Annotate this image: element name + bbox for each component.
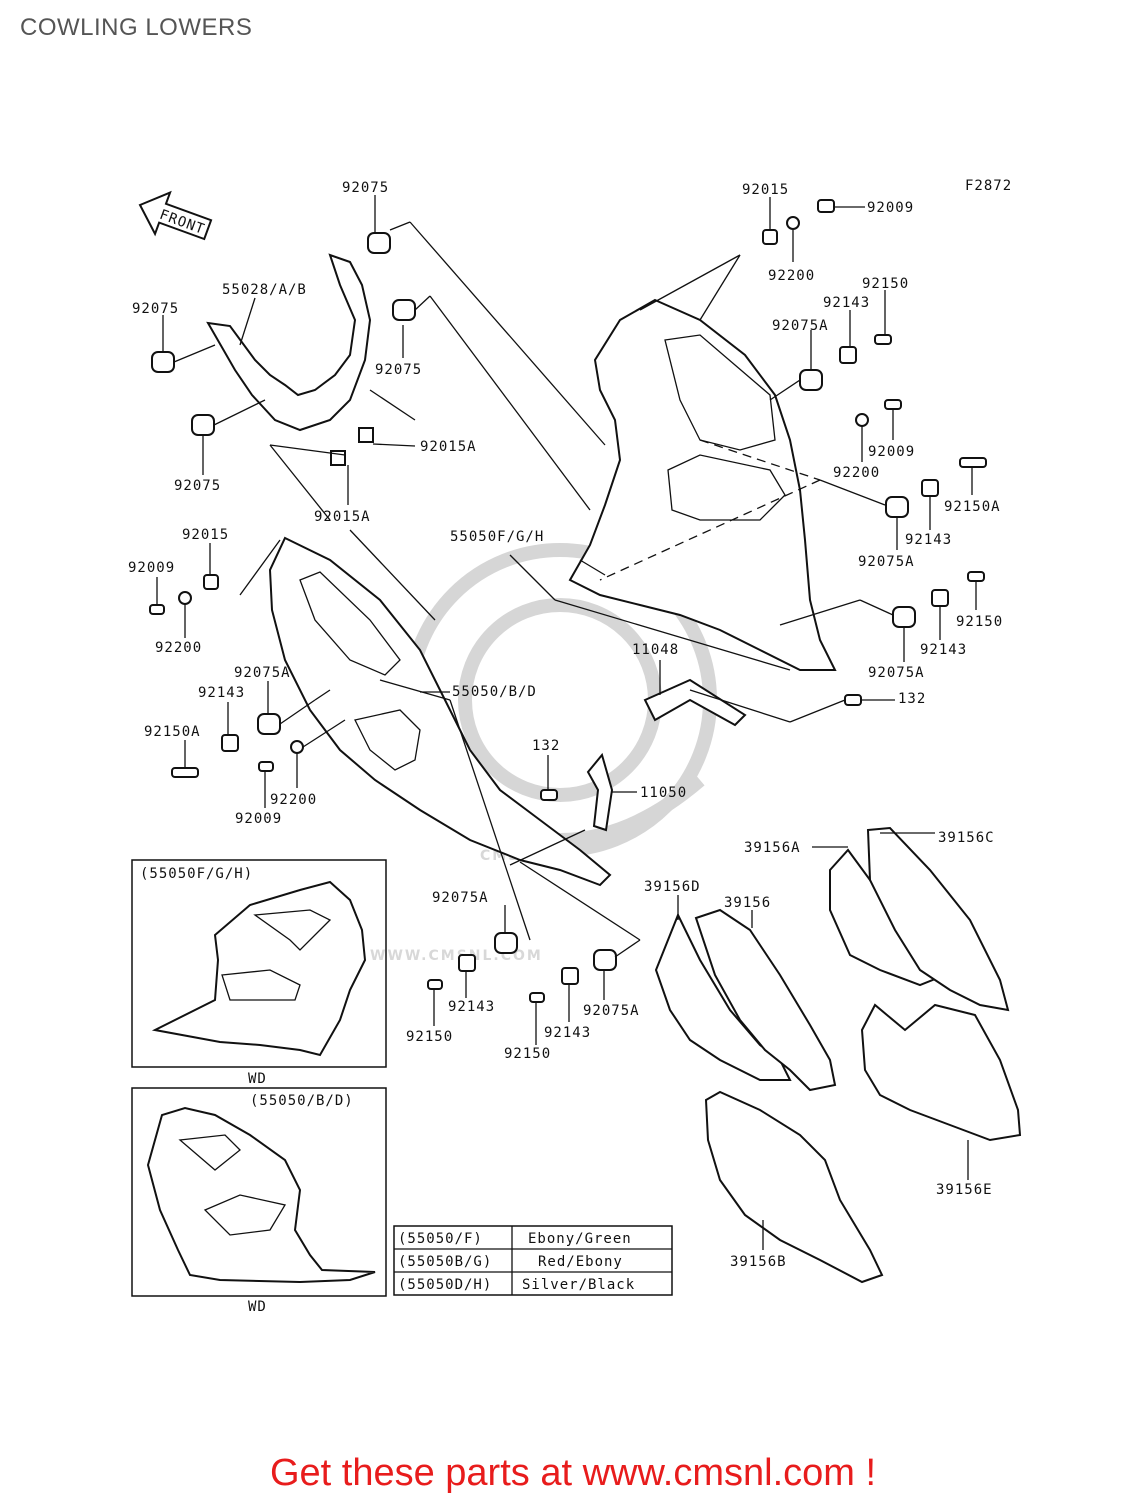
callout-39156d: 39156D bbox=[644, 879, 701, 895]
callout-92009: 92009 bbox=[867, 200, 914, 216]
callout-55050bd: 55050/B/D bbox=[452, 684, 537, 700]
callout-92200: 92200 bbox=[270, 792, 317, 808]
callout-92143: 92143 bbox=[920, 642, 967, 658]
callout-92075: 92075 bbox=[375, 362, 422, 378]
callout-92075a: 92075A bbox=[234, 665, 291, 681]
callout-11048: 11048 bbox=[632, 642, 679, 658]
color-table-color: Silver/Black bbox=[522, 1277, 635, 1293]
color-table-part: (55050/F) bbox=[398, 1231, 483, 1247]
insulator-39156C bbox=[866, 826, 1010, 1012]
callout-132: 132 bbox=[898, 691, 926, 707]
color-table-color: Red/Ebony bbox=[538, 1254, 623, 1270]
inset-55050fgh: (55050F/G/H) WD bbox=[131, 859, 387, 1087]
page-title: COWLING LOWERS bbox=[20, 14, 253, 41]
callout-92200: 92200 bbox=[833, 465, 880, 481]
callout-39156b: 39156B bbox=[730, 1254, 787, 1270]
inset-caption: WD bbox=[248, 1299, 267, 1315]
callout-92150: 92150 bbox=[406, 1029, 453, 1045]
color-table: (55050/F) Ebony/Green (55050B/G) Red/Ebo… bbox=[393, 1225, 673, 1296]
callout-11050: 11050 bbox=[640, 785, 687, 801]
callout-92150: 92150 bbox=[862, 276, 909, 292]
callout-92009: 92009 bbox=[235, 811, 282, 827]
leader-lines bbox=[173, 221, 894, 958]
insulator-39156D bbox=[654, 912, 792, 1081]
callout-92150a: 92150A bbox=[944, 499, 1001, 515]
callout-39156c: 39156C bbox=[938, 830, 995, 846]
color-table-part: (55050B/G) bbox=[398, 1254, 492, 1270]
callout-55050fgh: 55050F/G/H bbox=[450, 529, 544, 545]
color-table-color: Ebony/Green bbox=[528, 1231, 632, 1247]
insulator-39156 bbox=[694, 908, 837, 1092]
callout-92143: 92143 bbox=[544, 1025, 591, 1041]
callout-92143: 92143 bbox=[905, 532, 952, 548]
fairing-intake-left bbox=[299, 571, 401, 676]
callout-39156e: 39156E bbox=[936, 1182, 993, 1198]
callout-39156a: 39156A bbox=[744, 840, 801, 856]
callout-92015a: 92015A bbox=[314, 509, 371, 525]
inset-title: (55050F/G/H) bbox=[140, 866, 253, 882]
inner-cowl-55028 bbox=[206, 253, 372, 432]
callout-labels: 92075 55028/A/B 92075 92075 92075 92015A… bbox=[128, 180, 1003, 1270]
insulator-39156E bbox=[860, 1003, 1022, 1142]
fairing-vent-right bbox=[664, 334, 776, 451]
upper-fairing-55050fgh bbox=[568, 298, 837, 671]
callout-92075a: 92075A bbox=[868, 665, 925, 681]
callout-92143: 92143 bbox=[448, 999, 495, 1015]
front-arrow-icon: FRONT bbox=[138, 190, 213, 241]
callout-92075a: 92075A bbox=[858, 554, 915, 570]
callout-92200: 92200 bbox=[768, 268, 815, 284]
fairing-intake-right bbox=[667, 454, 786, 521]
figure-code: F2872 bbox=[965, 178, 1012, 194]
callout-92015: 92015 bbox=[742, 182, 789, 198]
callout-132: 132 bbox=[532, 738, 560, 754]
callout-92150: 92150 bbox=[956, 614, 1003, 630]
callout-92150: 92150 bbox=[504, 1046, 551, 1062]
bracket-11048 bbox=[643, 678, 747, 727]
callout-92075: 92075 bbox=[342, 180, 389, 196]
color-table-part: (55050D/H) bbox=[398, 1277, 492, 1293]
callout-92143: 92143 bbox=[198, 685, 245, 701]
callout-92075a: 92075A bbox=[432, 890, 489, 906]
callout-92009: 92009 bbox=[868, 444, 915, 460]
callout-92015: 92015 bbox=[182, 527, 229, 543]
callout-92200: 92200 bbox=[155, 640, 202, 656]
callout-92075a: 92075A bbox=[583, 1003, 640, 1019]
callout-92009: 92009 bbox=[128, 560, 175, 576]
callout-92075a: 92075A bbox=[772, 318, 829, 334]
callout-39156: 39156 bbox=[724, 895, 771, 911]
callout-92015a: 92015A bbox=[420, 439, 477, 455]
inset-caption: WD bbox=[248, 1071, 267, 1087]
inset-title: (55050/B/D) bbox=[250, 1093, 354, 1109]
callout-55028: 55028/A/B bbox=[222, 282, 307, 298]
insulator-39156B bbox=[704, 1090, 884, 1284]
callout-92143: 92143 bbox=[823, 295, 870, 311]
label-ticks bbox=[156, 195, 977, 1250]
callout-92075: 92075 bbox=[174, 478, 221, 494]
bracket-11050 bbox=[586, 752, 614, 832]
callout-92075: 92075 bbox=[132, 301, 179, 317]
fairing-vent-left bbox=[354, 709, 421, 771]
promo-footer-link[interactable]: Get these parts at www.cmsnl.com ! bbox=[269, 1452, 877, 1494]
callout-92150a: 92150A bbox=[144, 724, 201, 740]
lower-fairing-55050bd bbox=[268, 536, 612, 887]
inset-55050bd: (55050/B/D) WD bbox=[131, 1087, 387, 1315]
